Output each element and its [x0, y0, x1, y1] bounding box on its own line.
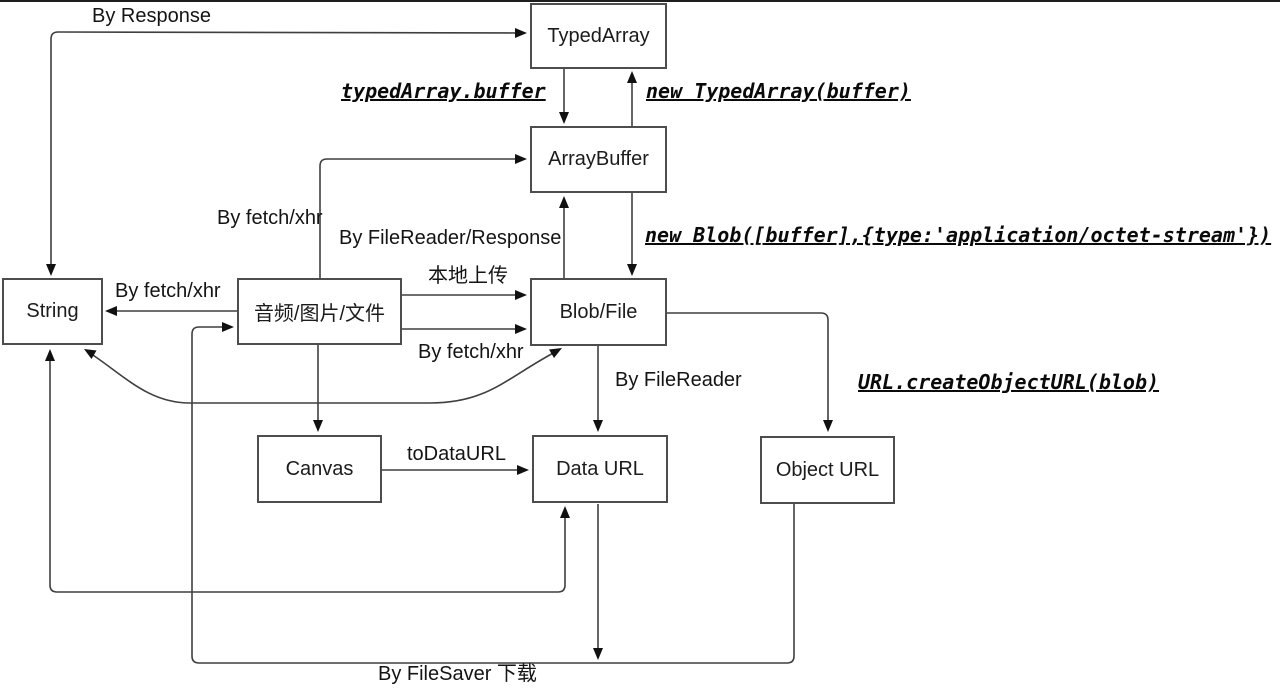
edge-dataurl-string — [45, 349, 570, 593]
label-by-filesaver-download: By FileSaver 下载 — [378, 663, 537, 685]
label-typedarray-buffer: typedArray.buffer — [341, 79, 546, 103]
node-arraybuffer: ArrayBuffer — [530, 126, 667, 193]
window-top-edge — [0, 0, 1280, 2]
label-new-typedarray: new TypedArray(buffer) — [646, 79, 911, 103]
label-new-blob: new Blob([buffer],{type:'application/oct… — [645, 223, 1272, 247]
edge-mediafile-arraybuffer — [319, 154, 527, 278]
edge-mediafile-canvas — [313, 345, 323, 432]
edge-blob-arraybuffer — [559, 196, 569, 278]
node-string: String — [2, 278, 103, 345]
edge-mediafile-string — [105, 306, 237, 316]
edge-blob-objecturl — [667, 312, 833, 432]
edge-string-blob — [84, 348, 562, 404]
node-typedarray: TypedArray — [530, 3, 667, 69]
label-by-response: By Response — [92, 5, 211, 27]
edge-arraybuffer-blob — [627, 193, 637, 276]
node-blob-file: Blob/File — [530, 278, 667, 346]
edge-objecturl-mediafile-download — [191, 322, 795, 664]
edge-arraybuffer-typedarray — [627, 71, 637, 126]
label-by-filereader-response: By FileReader/Response — [339, 227, 562, 249]
edge-dataurl-download — [593, 504, 603, 660]
node-object-url: Object URL — [760, 436, 895, 504]
label-local-upload: 本地上传 — [428, 265, 508, 287]
node-media-file: 音频/图片/文件 — [237, 278, 402, 345]
label-by-fetch-xhr-blob: By fetch/xhr — [418, 341, 524, 363]
node-canvas: Canvas — [257, 435, 382, 503]
edge-canvas-dataurl — [382, 465, 529, 475]
edge-mediafile-blob-upload — [402, 290, 527, 300]
label-url-createobjecturl: URL.createObjectURL(blob) — [858, 370, 1160, 394]
node-data-url: Data URL — [532, 435, 668, 503]
label-by-fetch-xhr-string: By fetch/xhr — [115, 280, 221, 302]
edge-mediafile-blob-fetch — [402, 324, 527, 334]
edge-typedarray-arraybuffer — [559, 69, 569, 124]
edge-string-typedarray — [46, 28, 527, 276]
label-by-filereader: By FileReader — [615, 369, 742, 391]
label-todataurl: toDataURL — [407, 443, 506, 465]
label-by-fetch-xhr-top: By fetch/xhr — [217, 207, 323, 229]
edge-blob-dataurl — [593, 346, 603, 432]
